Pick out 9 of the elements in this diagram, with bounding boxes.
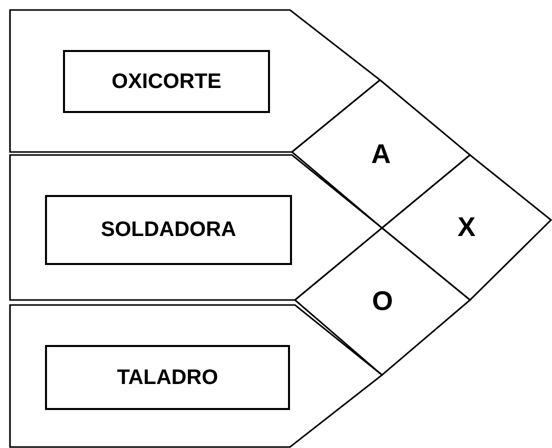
zone-letter: X bbox=[457, 212, 476, 243]
machine-label: SOLDADORA bbox=[100, 218, 236, 242]
machine-label: TALADRO bbox=[116, 366, 218, 390]
machine-box bbox=[45, 345, 290, 410]
machine-box bbox=[63, 50, 270, 113]
zone-letter: O bbox=[372, 286, 393, 317]
zone-letter: A bbox=[371, 138, 391, 170]
machine-label: OXICORTE bbox=[112, 70, 222, 94]
machine-box bbox=[45, 195, 292, 265]
